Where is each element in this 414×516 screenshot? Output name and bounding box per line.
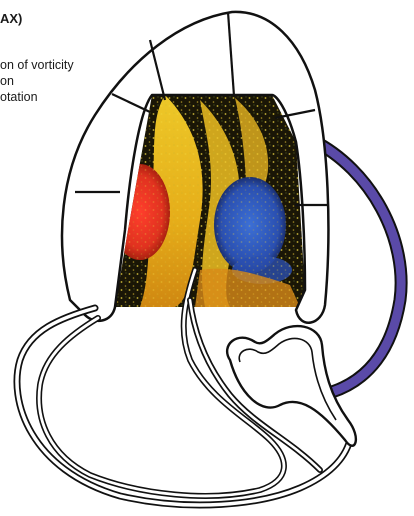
- caption-line-2: on: [0, 73, 14, 89]
- caption-line-3: otation: [0, 89, 38, 105]
- caption-line-1: on of vorticity: [0, 57, 74, 73]
- caption-heading: AX): [0, 11, 22, 27]
